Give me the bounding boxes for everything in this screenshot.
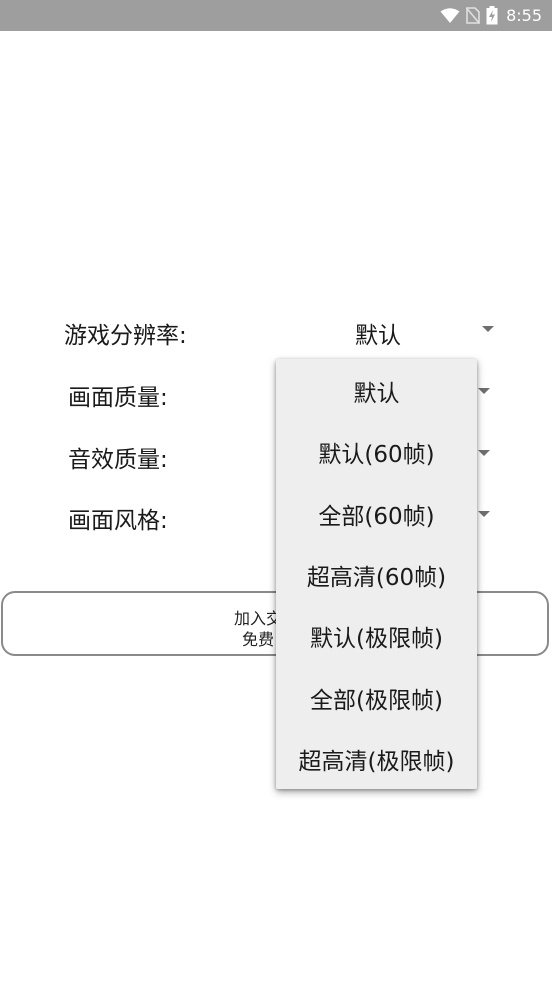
dropdown-option[interactable]: 默认(极限帧) (310, 625, 443, 652)
dropdown-option[interactable]: 超高清(极限帧) (298, 748, 455, 775)
quality-label: 画面质量: (68, 385, 168, 411)
sound-dropdown-arrow-icon[interactable] (478, 450, 490, 456)
dropdown-option[interactable]: 全部(极限帧) (310, 687, 443, 714)
resolution-dropdown-arrow-icon[interactable] (482, 326, 494, 332)
battery-charging-icon (486, 6, 498, 25)
dropdown-option[interactable]: 超高清(60帧) (306, 564, 447, 591)
style-dropdown-arrow-icon[interactable] (478, 511, 490, 517)
status-time: 8:55 (506, 6, 542, 25)
style-label: 画面风格: (68, 508, 168, 534)
sound-quality-label: 音效质量: (68, 447, 168, 473)
dropdown-option[interactable]: 全部(60帧) (318, 503, 435, 530)
resolution-dropdown-menu: 默认 默认(60帧) 全部(60帧) 超高清(60帧) 默认(极限帧) 全部(极… (276, 359, 477, 789)
status-icons: 8:55 (440, 0, 542, 31)
no-sim-icon (466, 7, 481, 24)
join-button-line1: 加入交 (234, 609, 283, 628)
quality-dropdown-arrow-icon[interactable] (478, 388, 490, 394)
dropdown-option[interactable]: 默认(60帧) (318, 441, 435, 468)
resolution-value[interactable]: 默认 (355, 323, 401, 349)
join-button-line2: 免费 (242, 630, 275, 649)
wifi-icon (440, 7, 460, 24)
status-bar: 8:55 (0, 0, 552, 31)
resolution-label: 游戏分辨率: (64, 323, 187, 349)
dropdown-option[interactable]: 默认 (353, 380, 400, 407)
